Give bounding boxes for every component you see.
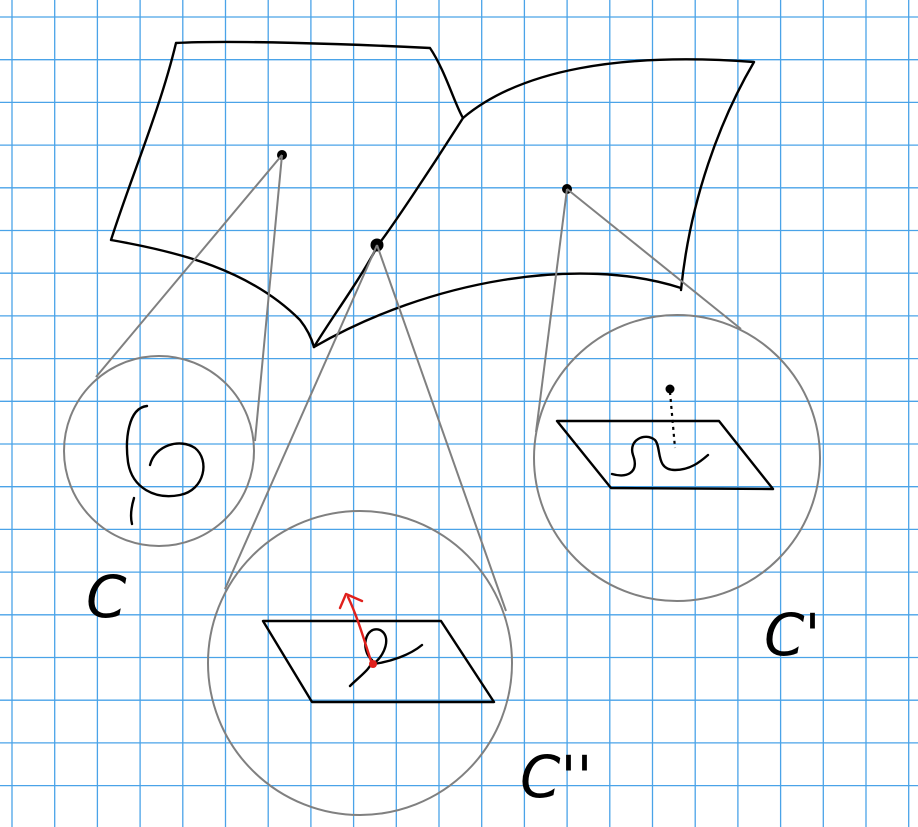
zoom-c-prime-cone-line-right xyxy=(566,188,742,330)
zoom-c-double-prime-red-point xyxy=(369,660,377,668)
zoom-c-prime-circle xyxy=(533,314,821,602)
zoom-c-double-prime-cone-line-right xyxy=(376,244,507,612)
zoom-c-prime-point xyxy=(665,384,675,394)
surface-left-patch xyxy=(109,40,465,349)
zoom-c-prime-dotted-normal xyxy=(668,391,677,449)
zoom-c-double-prime xyxy=(207,244,513,816)
zoom-c-prime-plane xyxy=(555,419,775,491)
zoom-c-tick xyxy=(129,496,136,526)
zoom-c-prime-curve xyxy=(610,435,710,477)
zoom-c-double-prime-red-arrowhead xyxy=(338,592,364,610)
label-c-double-prime: C'' xyxy=(520,743,593,811)
surface-crease xyxy=(312,116,465,349)
zoom-c-cone-line-left xyxy=(95,154,283,378)
label-c: C xyxy=(86,563,127,631)
zoom-c-double-prime-cone-line-left xyxy=(224,244,378,590)
zoom-c-spiral-curve xyxy=(125,404,205,498)
surface-right-patch xyxy=(312,58,756,349)
zoom-c-double-prime-loop-curve xyxy=(348,628,424,688)
zoom-c-prime-cone-line-left xyxy=(535,188,568,433)
label-c-prime: C' xyxy=(764,601,821,669)
zoom-c-double-prime-red-vector xyxy=(346,595,374,666)
zoom-c-double-prime-plane xyxy=(261,619,496,704)
zoom-c-cone-line-right xyxy=(254,154,283,442)
zoom-c-double-prime-circle xyxy=(207,510,513,816)
zoom-c xyxy=(63,154,283,547)
folded-surface xyxy=(109,40,756,349)
zoom-c-circle xyxy=(63,355,255,547)
zoom-c-prime xyxy=(533,188,821,602)
